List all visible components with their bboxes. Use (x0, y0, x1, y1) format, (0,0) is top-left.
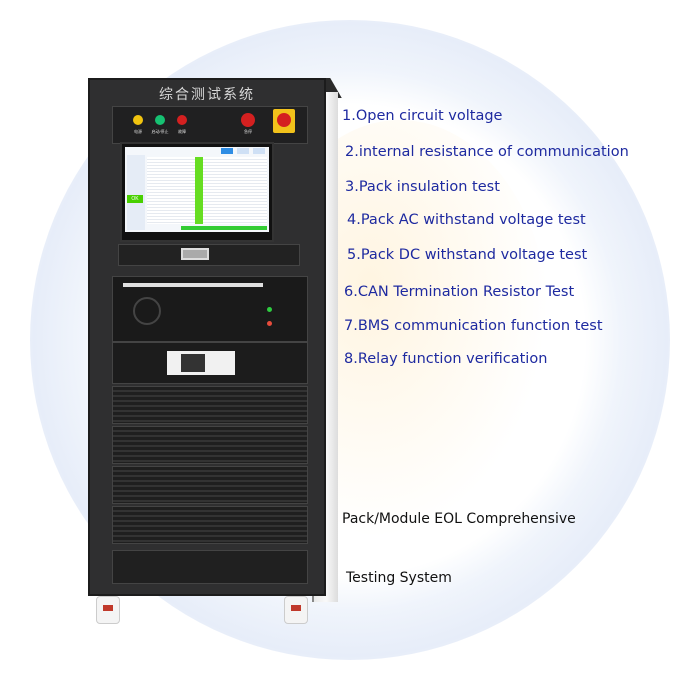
fault-lamp-label: 故障 (178, 129, 186, 134)
start-stop-button[interactable] (155, 115, 165, 125)
screen-tab (253, 148, 265, 154)
feature-item: 3.Pack insulation test (345, 179, 500, 195)
caster-left (96, 596, 120, 624)
pass-column (195, 157, 203, 224)
screen-tab (221, 148, 233, 154)
feature-item: 8.Relay function verification (344, 351, 548, 367)
bottom-panel (112, 550, 308, 584)
power-lamp-icon (133, 115, 143, 125)
fault-lamp-icon (177, 115, 187, 125)
vent-panel-3 (112, 466, 308, 504)
vent-panel-2 (112, 426, 308, 464)
instrument-unit-1 (112, 276, 308, 342)
decor-stripe (123, 283, 263, 287)
feature-item: 7.BMS communication function test (344, 318, 603, 334)
instrument-lcd (181, 354, 205, 372)
emergency-stop-label: 急停 (244, 129, 252, 134)
progress-bar (181, 226, 267, 230)
start-stop-label: 启动/停止 (151, 129, 169, 134)
results-table (147, 157, 267, 224)
instrument-unit-2 (112, 342, 308, 384)
feature-item: 6.CAN Termination Resistor Test (344, 284, 575, 300)
emergency-stop-button[interactable] (241, 113, 255, 127)
green-led-icon (267, 307, 272, 312)
test-cabinet: 综合测试系统 电源 启动/停止 故障 急停 OK (88, 78, 326, 596)
feature-item: 4.Pack AC withstand voltage test (347, 212, 586, 228)
monitor: OK (120, 142, 274, 242)
vent-panel-4 (112, 506, 308, 544)
caster-right (284, 596, 308, 624)
drawer-handle-icon[interactable] (181, 248, 209, 260)
keyboard-drawer[interactable] (118, 244, 300, 266)
feature-item: 5.Pack DC withstand voltage test (347, 247, 588, 263)
feature-item: 2.internal resistance of communication (345, 144, 629, 160)
test-software-screen: OK (125, 147, 269, 232)
vent-panel-1 (112, 386, 308, 424)
fan-grille-icon (133, 297, 161, 325)
cabinet-title: 综合测试系统 (159, 87, 255, 103)
switch-knob-icon (277, 113, 291, 127)
red-led-icon (267, 321, 272, 326)
control-panel: 电源 启动/停止 故障 急停 (112, 106, 308, 144)
main-power-switch[interactable] (273, 109, 295, 133)
screen-tab (237, 148, 249, 154)
power-lamp-label: 电源 (134, 129, 142, 134)
status-ok-badge: OK (127, 195, 143, 203)
feature-item: 1.Open circuit voltage (342, 108, 503, 124)
instrument-faceplate (167, 351, 235, 375)
caption-line-1: Pack/Module EOL Comprehensive (342, 511, 576, 527)
screen-sidebar (127, 155, 145, 230)
caption-line-2: Testing System (346, 570, 452, 586)
